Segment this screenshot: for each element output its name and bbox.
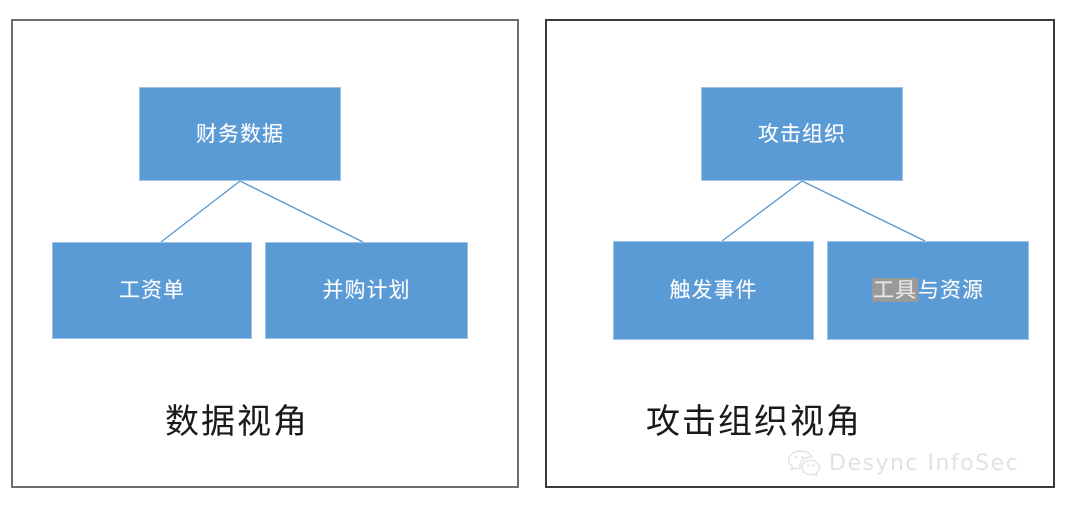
caption-data-perspective: 数据视角 [165, 404, 309, 441]
node-tools-resources-label-selected: 工具 [872, 278, 918, 302]
connector-root-to-payroll [160, 180, 241, 243]
node-ma-plan-label: 并购计划 [322, 278, 411, 302]
node-tools-resources-label: 工具与资源 [872, 278, 984, 302]
connector-root-to-trigger-event [721, 180, 803, 242]
panel-attacker-perspective: 攻击组织 触发事件 工具与资源 攻击组织视角 Desync InfoSec [545, 19, 1055, 488]
node-tools-resources-label-rest: 与资源 [918, 278, 984, 302]
panel-data-perspective: 财务数据 工资单 并购计划 数据视角 [11, 19, 519, 488]
connector-root-to-tools-resources [801, 180, 926, 242]
connector-root-to-ma-plan [239, 180, 364, 243]
watermark-text: Desync InfoSec [829, 450, 1020, 476]
node-payroll-label: 工资单 [119, 278, 185, 302]
node-financial-data[interactable]: 财务数据 [139, 87, 341, 181]
node-attack-group-label: 攻击组织 [758, 121, 846, 146]
caption-attacker-perspective: 攻击组织视角 [646, 404, 862, 441]
node-trigger-event[interactable]: 触发事件 [613, 241, 814, 340]
node-financial-data-label: 财务数据 [196, 121, 284, 146]
node-payroll[interactable]: 工资单 [52, 242, 252, 339]
node-trigger-event-label: 触发事件 [669, 278, 758, 302]
node-tools-resources[interactable]: 工具与资源 [827, 241, 1029, 340]
node-attack-group[interactable]: 攻击组织 [701, 87, 903, 181]
node-ma-plan[interactable]: 并购计划 [265, 242, 468, 339]
wechat-icon [787, 449, 821, 477]
watermark: Desync InfoSec [787, 449, 1019, 477]
